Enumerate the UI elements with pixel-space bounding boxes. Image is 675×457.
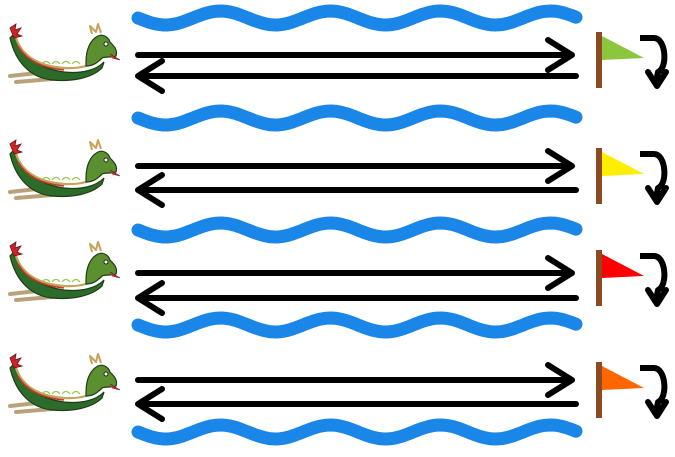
wave-4 [131,311,583,339]
dragon-horns-icon [89,241,102,253]
boat-stripe-icon [17,45,65,71]
dragon-boat-1 [8,23,121,84]
wave-1 [131,4,583,32]
flag-icon [602,254,644,278]
dragon-horns-icon [89,139,102,151]
dragon-eye-icon [103,41,109,47]
dragon-boat-3 [8,241,121,302]
dragon-horns-icon [89,353,102,365]
boat-scale-icon [61,60,71,65]
boat-scale-icon [61,390,71,395]
dragon-boat-4 [8,353,121,414]
boat-scale-icon [41,60,51,65]
turn-arrowhead-icon [645,69,669,89]
dragon-eye-icon [103,259,109,265]
turn-arrow-shaft [640,365,668,413]
dragon-tongue-icon [109,383,121,391]
flag-pole-icon [596,250,602,306]
boat-tail-icon [9,23,24,39]
flag-icon [602,366,644,390]
boat-scale-icon [71,60,81,65]
lane-2 [8,139,669,208]
outbound-arrowhead-icon [545,255,575,291]
lane-4 [8,353,669,422]
dragon-tongue-icon [109,169,121,177]
lanes-layer [8,23,669,422]
boat-scale-icon [71,176,81,181]
boat-scale-icon [51,60,61,65]
lane-3 [8,241,669,316]
boat-tail-icon [9,139,24,155]
dragon-horns-icon [89,23,102,35]
return-arrowhead-icon [135,58,165,94]
dragon-head-icon [85,150,118,183]
boat-scale-icon [41,278,51,283]
outbound-arrowhead-icon [545,148,575,184]
return-arrowhead-icon [135,280,165,316]
dragon-head-icon [85,252,118,285]
boat-stripe-icon [17,375,65,401]
dragon-eye-icon [103,371,109,377]
waves-layer [131,4,583,446]
flag-icon [602,36,644,60]
outbound-arrowhead-icon [545,37,575,73]
lane-1 [8,23,669,94]
boat-stripe-icon [17,161,65,187]
boat-stripe-icon [17,263,65,289]
boat-scale-icon [51,176,61,181]
wave-5 [131,418,583,446]
turn-arrowhead-icon [645,185,669,205]
flag-pole-icon [596,32,602,88]
outbound-arrowhead-icon [545,362,575,398]
dragon-boat-2 [8,139,121,200]
boat-scale-icon [71,390,81,395]
return-arrowhead-icon [135,386,165,422]
turn-arrowhead-icon [645,287,669,307]
flag-pole-icon [596,362,602,418]
dragon-head-icon [85,34,118,67]
flag-icon [602,152,644,176]
boat-scale-icon [41,176,51,181]
dragon-eye-icon [103,157,109,163]
turn-arrow-shaft [640,253,668,301]
boat-scale-icon [51,390,61,395]
flag-pole-icon [596,148,602,204]
turn-arrow-shaft [640,35,668,83]
turn-arrow-shaft [640,151,668,199]
wave-2 [131,104,583,132]
boat-scale-icon [71,278,81,283]
turn-arrowhead-icon [645,399,669,419]
boat-scale-icon [61,176,71,181]
dragon-tongue-icon [109,271,121,279]
dragon-tongue-icon [109,53,121,61]
dragon-head-icon [85,364,118,397]
return-arrowhead-icon [135,172,165,208]
boat-scale-icon [41,390,51,395]
boat-scale-icon [51,278,61,283]
wave-3 [131,216,583,244]
boat-tail-icon [9,353,24,369]
boat-tail-icon [9,241,24,257]
boat-scale-icon [61,278,71,283]
